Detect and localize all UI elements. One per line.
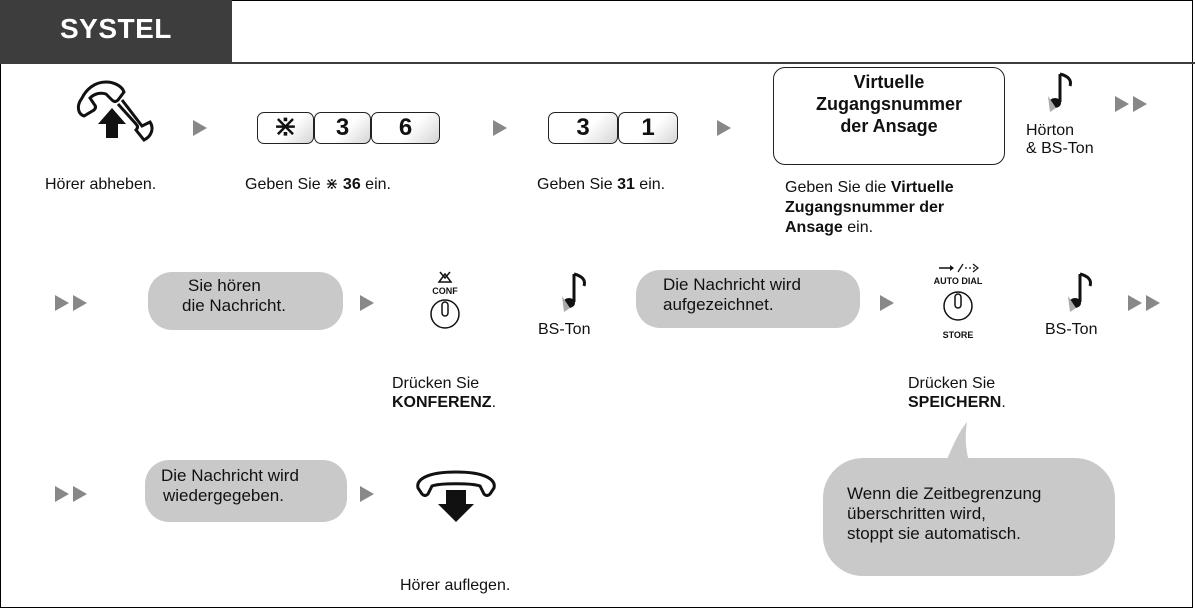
- step-arrow: [193, 120, 207, 136]
- auto-dial-store-button-icon[interactable]: AUTO DIAL STORE: [925, 262, 991, 344]
- conf-button-icon[interactable]: CONF: [425, 270, 465, 336]
- bs-tone-label: BS-Ton: [1045, 321, 1098, 338]
- tone-icon: [1048, 72, 1072, 112]
- step-enter-virtual-number-label: Geben Sie die Virtuelle Zugangsnummer de…: [785, 179, 954, 236]
- bubble-message-played: Die Nachricht wird wiedergegeben.: [145, 460, 347, 522]
- hangup-label: Hörer auflegen.: [400, 577, 511, 594]
- svg-text:CONF: CONF: [432, 286, 458, 296]
- handset-lift-icon: [76, 80, 154, 142]
- continue-arrow: [1128, 295, 1142, 311]
- key-1: 1: [618, 112, 678, 144]
- press-conference-label: Drücken Sie KONFERENZ.: [392, 375, 497, 411]
- step-arrow: [360, 295, 374, 311]
- key-3: 3: [548, 112, 618, 144]
- key-star: ⋇: [257, 112, 314, 144]
- step-dial-31-label: Geben Sie 31 ein.: [537, 176, 666, 193]
- step-arrow: [880, 295, 894, 311]
- handset-hangup-icon: [416, 470, 496, 522]
- tone-icon: [1068, 272, 1092, 312]
- header-rule: [0, 62, 1195, 64]
- tone-label: Hörton& BS-Ton: [1026, 122, 1094, 157]
- svg-text:AUTO DIAL: AUTO DIAL: [934, 276, 983, 286]
- tone-icon: [562, 272, 586, 312]
- continue-arrow: [73, 295, 87, 311]
- continue-arrow: [1146, 295, 1160, 311]
- key-3: 3: [314, 112, 371, 144]
- step-arrow: [493, 120, 507, 136]
- step-arrow: [360, 486, 374, 502]
- continue-arrow: [55, 486, 69, 502]
- step-arrow: [717, 120, 731, 136]
- bs-tone-label: BS-Ton: [538, 321, 591, 338]
- header-tab: SYSTEL: [0, 0, 232, 62]
- header-title: SYSTEL: [60, 13, 172, 44]
- timeout-note: Wenn die Zeitbegrenzung überschritten wi…: [823, 458, 1115, 576]
- step-lift-label: Hörer abheben.: [45, 176, 157, 193]
- virtual-number-box: Virtuelle Zugangsnummer der Ansage: [773, 67, 1005, 165]
- continue-arrow: [73, 486, 87, 502]
- svg-text:STORE: STORE: [943, 330, 974, 340]
- continue-arrow: [1115, 96, 1129, 112]
- continue-arrow: [1133, 96, 1147, 112]
- step-dial-36-label: Geben Sie ⋇ 36 ein.: [245, 176, 391, 193]
- bubble-message-recorded: Die Nachricht wird aufgezeichnet.: [636, 270, 860, 328]
- bubble-hear-message: Sie hören die Nachricht.: [148, 272, 343, 330]
- key-6: 6: [371, 112, 440, 144]
- continue-arrow: [55, 295, 69, 311]
- press-store-label: Drücken Sie SPEICHERN.: [908, 375, 1006, 411]
